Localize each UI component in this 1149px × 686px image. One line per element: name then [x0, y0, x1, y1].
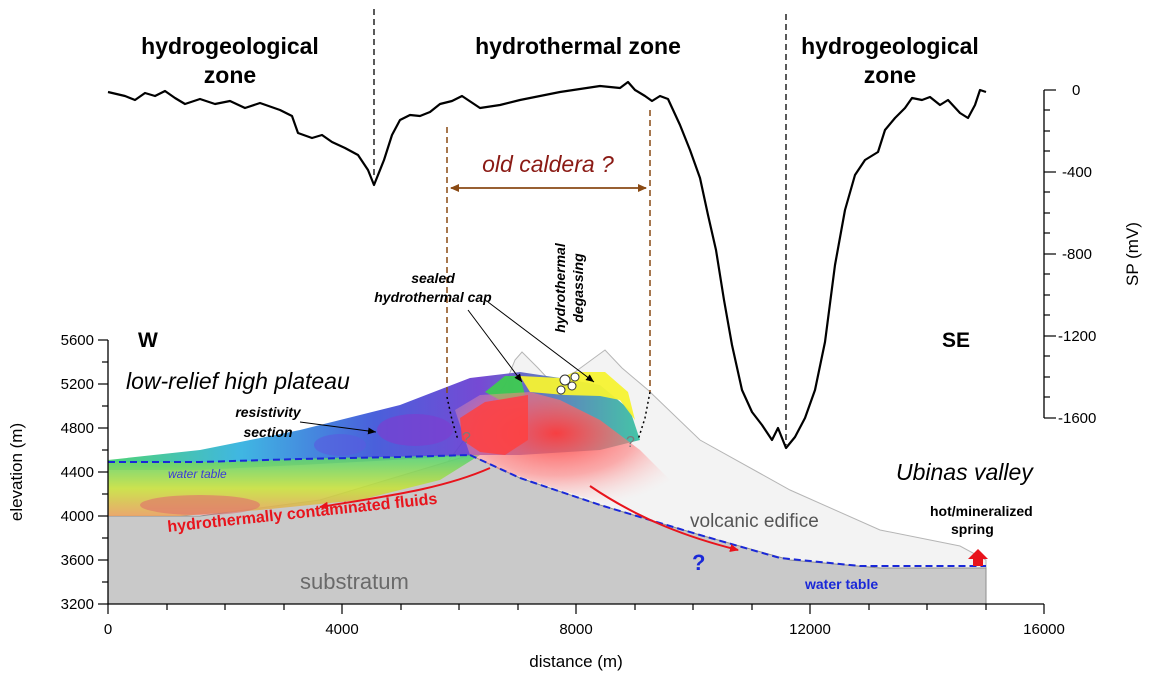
question-grey-left: ?: [462, 430, 471, 447]
sp-tick-1600: -1600: [1058, 410, 1096, 427]
conductive-blob-2: [314, 434, 366, 456]
substratum-label: substratum: [300, 569, 409, 594]
sealed-cap-zone: [520, 372, 635, 420]
degassing-label-1: hydrothermal: [552, 242, 568, 333]
zone-left-line1: hydrogeological: [141, 33, 319, 59]
elev-tick-5600: 5600: [61, 332, 94, 349]
southeast-label: SE: [942, 329, 970, 352]
elev-tick-3600: 3600: [61, 552, 94, 569]
conductive-blob-1: [377, 414, 453, 446]
sp-axis-ticks: [1044, 89, 1056, 419]
contaminated-fluid-arrow-right: [589, 485, 739, 552]
elevation-axis-label: elevation (m): [7, 423, 26, 521]
caldera-dotted-right: [637, 391, 651, 441]
water-table-left-line: [108, 454, 471, 463]
elev-tick-3200: 3200: [61, 596, 94, 613]
zone-center-title: hydrothermal zone: [475, 33, 681, 59]
spring-label-1: hot/mineralized: [930, 503, 1033, 519]
elev-tick-4800: 4800: [61, 420, 94, 437]
sp-axis-label: SP (mV): [1123, 222, 1142, 286]
zone-right-line1: hydrogeological: [801, 33, 979, 59]
question-blue-label: ?: [692, 550, 705, 575]
spring-label-2: spring: [951, 521, 994, 537]
conductive-blob-3: [140, 495, 260, 515]
distance-axis-label: distance (m): [529, 652, 623, 671]
sp-tick-0: 0: [1072, 82, 1080, 99]
zone-right-line2: zone: [864, 62, 916, 88]
volcanic-edifice-label: volcanic edifice: [690, 511, 819, 532]
dist-tick-4000: 4000: [325, 621, 358, 638]
sp-profile-line: [107, 80, 987, 450]
water-table-left-label: water table: [168, 467, 227, 481]
dist-tick-16000: 16000: [1023, 621, 1065, 638]
sealed-cap-pointer-2: [487, 301, 595, 383]
hot-fluid-inner: [460, 395, 528, 455]
sealed-cap-pointer-1: [467, 309, 523, 383]
spring-marker-icon: [968, 549, 988, 566]
old-caldera-label: old caldera ?: [482, 151, 614, 177]
sp-tick-1200: -1200: [1058, 328, 1096, 345]
west-label: W: [138, 329, 158, 352]
resistivity-label-1: resistivity: [235, 404, 302, 420]
question-grey-right: ?: [626, 434, 635, 451]
dist-tick-8000: 8000: [559, 621, 592, 638]
water-table-right-label: water table: [804, 576, 878, 592]
elevation-axis-ticks: [98, 339, 108, 605]
sealed-cap-label-2: hydrothermal cap: [374, 289, 492, 305]
elev-tick-4400: 4400: [61, 464, 94, 481]
sealed-cap-label-1: sealed: [411, 270, 455, 286]
elev-tick-4000: 4000: [61, 508, 94, 525]
water-table-right-line: [469, 454, 986, 567]
degassing-label-2: degassing: [570, 253, 586, 323]
dist-tick-0: 0: [104, 621, 112, 638]
dist-tick-12000: 12000: [789, 621, 831, 638]
ubinas-valley-label: Ubinas valley: [896, 459, 1034, 485]
sp-tick-400: -400: [1062, 164, 1092, 181]
elev-tick-5200: 5200: [61, 376, 94, 393]
zone-left-line2: zone: [204, 62, 256, 88]
contaminated-fluid-arrow-left: [319, 467, 491, 510]
plateau-label: low-relief high plateau: [126, 368, 350, 394]
degassing-plume-icon: [556, 372, 580, 395]
distance-axis-ticks: [107, 604, 1045, 614]
resistivity-label-2: section: [243, 424, 292, 440]
sp-tick-800: -800: [1062, 246, 1092, 263]
resistivity-pointer: [299, 421, 377, 435]
